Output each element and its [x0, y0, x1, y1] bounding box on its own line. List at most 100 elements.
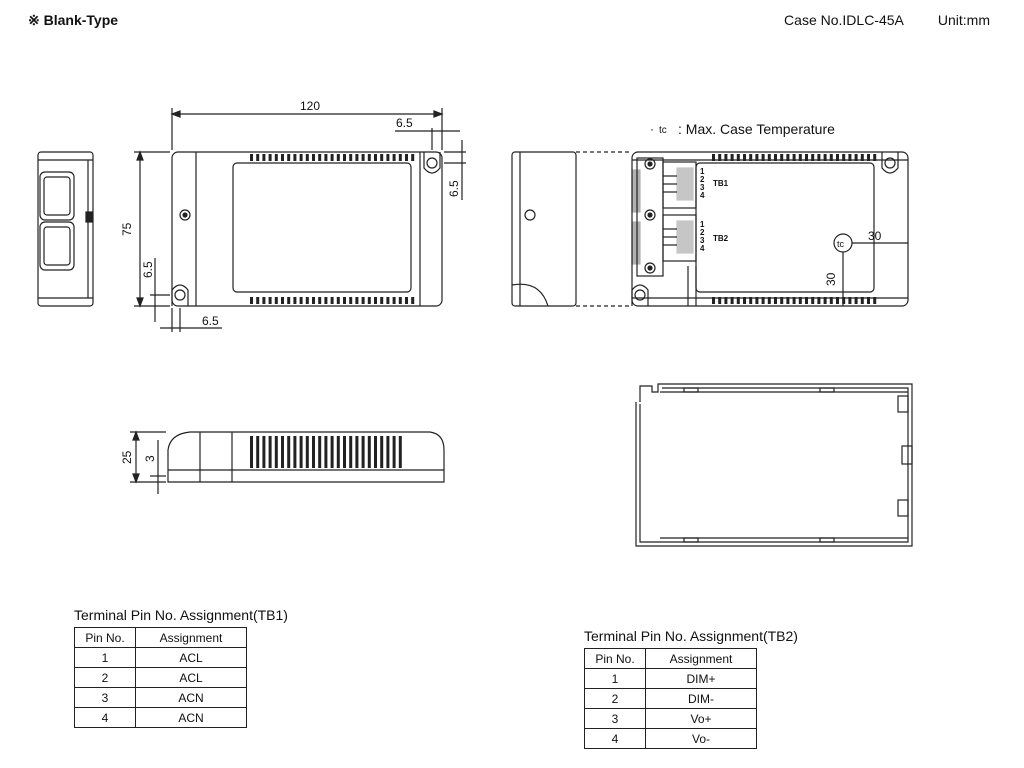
vent-slot: [392, 154, 396, 161]
assignment-cell: Vo+: [645, 708, 757, 729]
vent-slot: [361, 436, 365, 468]
vent-slot: [318, 436, 322, 468]
vent-slot: [836, 297, 839, 304]
vent-slot: [330, 436, 334, 468]
vent-slot: [293, 436, 297, 468]
vent-slot: [262, 154, 266, 161]
vent-slot: [281, 297, 284, 304]
vent-slot: [318, 154, 322, 161]
vent-slot: [343, 436, 346, 468]
left-end-view: [37, 151, 94, 307]
vent-slot: [305, 297, 309, 304]
vent-slot: [405, 154, 408, 161]
vent-slot: [312, 154, 315, 161]
assignment-cell: ACN: [135, 687, 247, 708]
vent-slot: [256, 436, 260, 468]
vent-slot: [780, 154, 784, 161]
type-label: ※ Blank-Type: [28, 12, 119, 28]
vent-slot: [848, 297, 852, 304]
vent-slot: [817, 297, 821, 304]
vent-slot: [274, 154, 278, 161]
vent-slot: [299, 436, 303, 468]
vent-slot: [293, 154, 297, 161]
vent-slot: [398, 297, 402, 304]
tb2-pin-1: 1: [700, 220, 705, 229]
vent-slot: [829, 297, 833, 304]
internal-view: [511, 151, 909, 307]
vent-slot: [268, 297, 272, 304]
vent-slot: [293, 297, 297, 304]
assignment-cell: ACN: [135, 707, 247, 728]
vent-slots-top: [250, 154, 415, 161]
side-view: [130, 430, 445, 494]
vent-slot: [281, 154, 284, 161]
vent-slot: [736, 154, 740, 161]
vent-slot: [836, 154, 839, 161]
vent-slot: [761, 154, 765, 161]
dim-hole-top: 6.5: [396, 116, 413, 130]
vent-slot: [805, 154, 808, 161]
dim-tc-x: 30: [868, 229, 882, 243]
dim-width: 75: [120, 222, 134, 236]
dim-tc-y: 30: [824, 272, 838, 286]
vent-slot: [380, 436, 384, 468]
vent-slot: [860, 297, 864, 304]
vent-slot: [798, 154, 802, 161]
vent-slot: [355, 297, 359, 304]
vent-slot: [761, 297, 765, 304]
vent-slot: [250, 154, 253, 161]
vent-slot: [842, 297, 846, 304]
vent-slot: [823, 297, 827, 304]
vent-slot: [811, 297, 815, 304]
vent-slot: [411, 297, 415, 304]
tb2-label: TB2: [713, 234, 729, 243]
vent-slot: [305, 154, 309, 161]
vent-slot: [792, 154, 796, 161]
table-header-row: Pin No. Assignment: [584, 648, 757, 669]
vent-slot: [829, 154, 833, 161]
vent-slot: [873, 297, 877, 304]
assignment-cell: Vo-: [645, 728, 757, 749]
vent-slot: [349, 297, 353, 304]
vent-slot: [274, 297, 278, 304]
vent-slot: [299, 154, 303, 161]
vent-slot: [256, 297, 260, 304]
vent-slot: [361, 297, 365, 304]
vent-slot: [262, 297, 266, 304]
tb1-pin-4: 4: [700, 191, 705, 200]
col-header-assignment: Assignment: [135, 627, 247, 648]
vent-slot: [305, 436, 309, 468]
vent-slot: [367, 436, 371, 468]
vent-slot: [324, 154, 328, 161]
pin-cell: 2: [74, 667, 136, 688]
vent-slot: [380, 297, 384, 304]
tb1-label: TB1: [713, 179, 729, 188]
vent-slot: [312, 436, 315, 468]
pin-cell: 4: [584, 728, 646, 749]
vent-slot: [873, 154, 877, 161]
vent-slot: [262, 436, 266, 468]
tb2-pin-3: 3: [700, 236, 705, 245]
vent-slot: [392, 436, 396, 468]
vent-slot: [287, 297, 291, 304]
vent-slot: [805, 297, 808, 304]
vent-slot: [343, 154, 346, 161]
vent-slot: [817, 154, 821, 161]
vent-slot: [367, 297, 371, 304]
vent-slot: [281, 436, 284, 468]
vent-slot: [349, 154, 353, 161]
tc-legend-prefix: ·: [650, 122, 654, 136]
vent-slot: [798, 297, 802, 304]
vent-slot: [343, 297, 346, 304]
vent-slot: [860, 154, 864, 161]
assignment-cell: ACL: [135, 667, 247, 688]
vent-slot: [867, 154, 870, 161]
vent-slot: [268, 436, 272, 468]
vent-slot: [786, 297, 790, 304]
